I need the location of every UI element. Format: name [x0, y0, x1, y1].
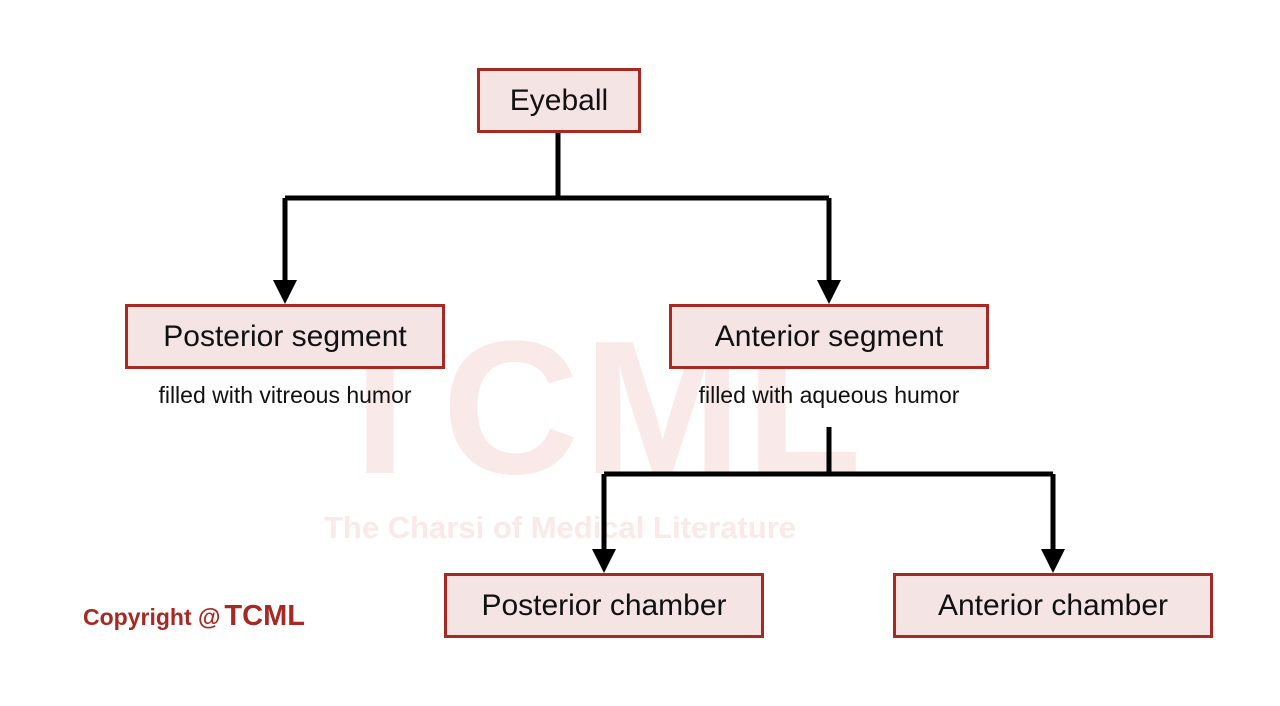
note-anterior-segment: filled with aqueous humor: [698, 382, 960, 408]
note-posterior-segment: filled with vitreous humor: [158, 382, 412, 408]
watermark-tagline: The Charsi of Medical Literature: [324, 510, 796, 545]
node-anterior-segment: Anterior segment: [669, 304, 989, 369]
node-eyeball: Eyeball: [477, 68, 641, 133]
arrowhead-posterior-segment: [273, 280, 297, 304]
arrowhead-posterior-chamber: [592, 549, 616, 573]
node-posterior-segment: Posterior segment: [125, 304, 445, 369]
copyright-prefix: Copyright @: [83, 604, 221, 630]
arrowhead-anterior-chamber: [1041, 549, 1065, 573]
copyright-notice: Copyright @ TCML: [83, 600, 305, 636]
copyright-brand: TCML: [224, 600, 305, 632]
node-posterior-chamber: Posterior chamber: [444, 573, 764, 638]
node-anterior-chamber: Anterior chamber: [893, 573, 1213, 638]
arrowhead-anterior-segment: [817, 280, 841, 304]
